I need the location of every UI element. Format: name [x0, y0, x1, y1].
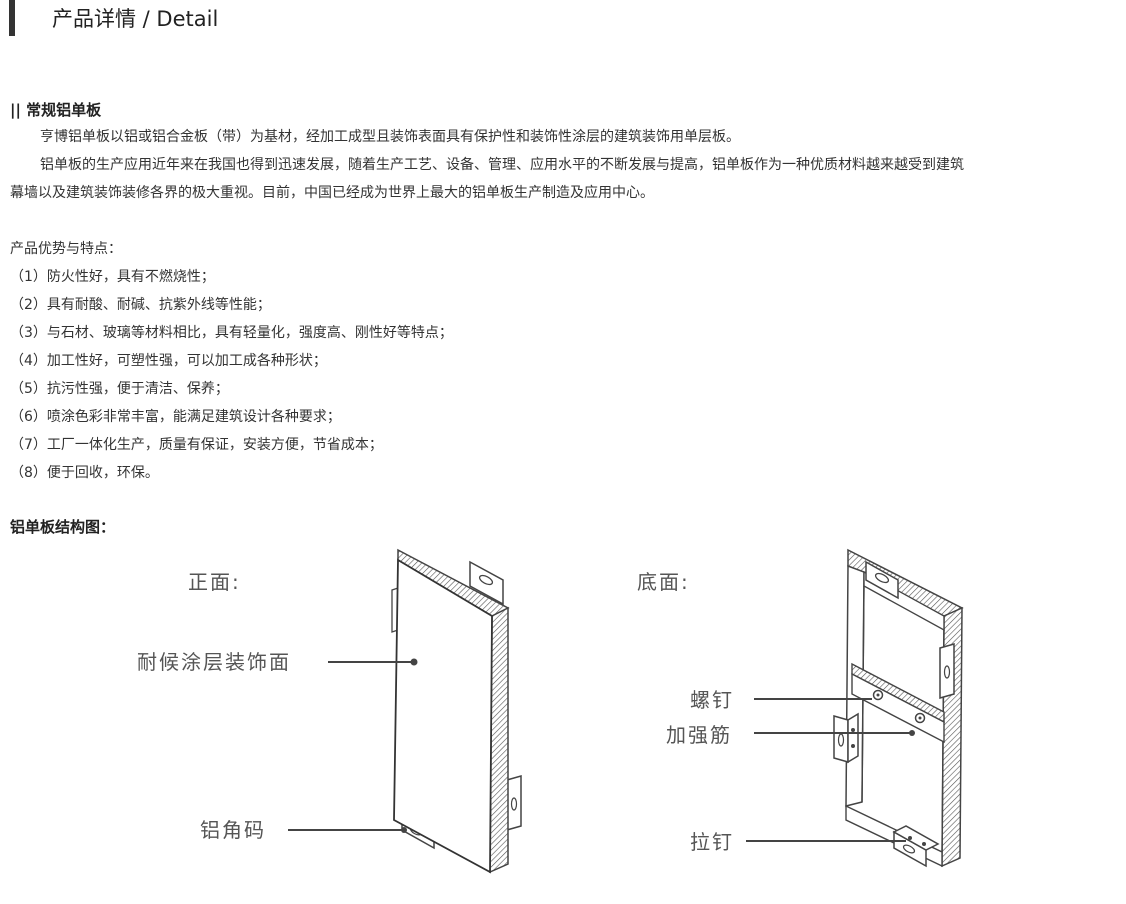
- feature-item: （7）工厂一体化生产，质量有保证，安装方便，节省成本；: [10, 437, 383, 453]
- back-left-bracket: [833, 715, 849, 763]
- screw-label: 螺钉: [690, 688, 734, 712]
- back-top-tab-hole: [874, 572, 890, 584]
- front-face: [393, 558, 493, 874]
- corner-leader-dot: [401, 827, 407, 833]
- rivet-label: 拉钉: [690, 830, 734, 854]
- back-top-tab: [865, 560, 899, 600]
- front-top-tab-hole: [478, 574, 494, 586]
- back-view: 底面: 螺钉 加强筋 拉钉: [637, 548, 964, 868]
- rivet-icon: [851, 744, 855, 748]
- coating-leader-dot: [410, 658, 418, 666]
- front-view: 正面: 耐候涂层装饰面 铝角码: [137, 548, 522, 874]
- feature-item: （3）与石材、玻璃等材料相比，具有轻量化，强度高、刚性好等特点；: [10, 325, 453, 341]
- front-right-tab-hole: [510, 797, 518, 811]
- intro-paragraph: 亨博铝单板以铝或铝合金板（带）为基材，经加工成型且装饰表面具有保护性和装饰性涂层…: [40, 129, 740, 145]
- page-header: 产品详情 / Detail: [0, 0, 1126, 38]
- front-top-tab: [469, 560, 504, 606]
- rivet-icon: [908, 836, 912, 840]
- development-paragraph-line2: 幕墙以及建筑装饰装修各界的极大重视。目前，中国已经成为世界上最大的铝单板生产制造…: [10, 185, 654, 201]
- back-view-heading: 底面:: [637, 570, 690, 594]
- front-right-tab: [506, 775, 522, 831]
- back-right-tab-hole: [943, 665, 951, 679]
- front-view-heading: 正面:: [188, 570, 241, 594]
- rivet-icon: [851, 728, 855, 732]
- feature-item: （2）具有耐酸、耐碱、抗紫外线等性能；: [10, 297, 271, 313]
- section-title: || 常规铝单板: [10, 101, 102, 119]
- coating-surface-label: 耐候涂层装饰面: [137, 650, 291, 674]
- stiffener-rib-label: 加强筋: [666, 723, 732, 747]
- diagram-title: 铝单板结构图：: [10, 518, 116, 536]
- front-side-edge: [489, 606, 509, 874]
- development-paragraph-line1: 铝单板的生产应用近年来在我国也得到迅速发展，随着生产工艺、设备、管理、应用水平的…: [40, 157, 964, 173]
- corner-bracket-label: 铝角码: [200, 818, 266, 842]
- header-accent-bar: [9, 0, 15, 36]
- page-title: 产品详情 / Detail: [52, 7, 219, 31]
- feature-item: （1）防火性好，具有不燃烧性；: [10, 269, 215, 285]
- features-list: （1）防火性好，具有不燃烧性； （2）具有耐酸、耐碱、抗紫外线等性能； （3）与…: [10, 263, 453, 487]
- feature-item: （4）加工性好，可塑性强，可以加工成各种形状；: [10, 353, 327, 369]
- back-right-tab: [939, 643, 955, 699]
- feature-item: （6）喷涂色彩非常丰富，能满足建筑设计各种要求；: [10, 409, 341, 425]
- rivet-icon: [922, 842, 926, 846]
- feature-item: （8）便于回收，环保。: [10, 465, 159, 481]
- features-title: 产品优势与特点：: [10, 241, 122, 257]
- feature-item: （5）抗污性强，便于清洁、保养；: [10, 381, 229, 397]
